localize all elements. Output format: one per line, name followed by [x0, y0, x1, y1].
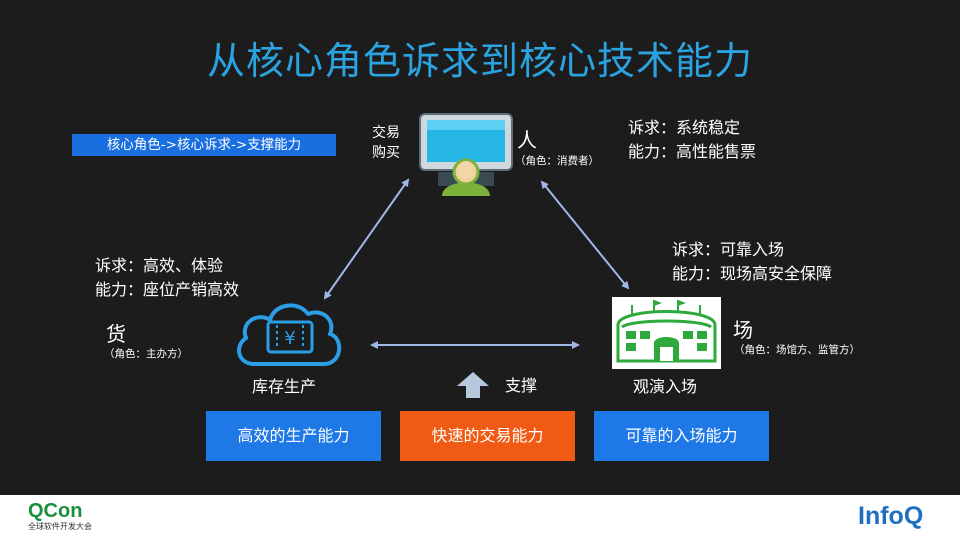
slide: 从核心角色诉求到核心技术能力 核心角色->核心诉求->支撑能力 交易 购买 人 …	[72, 39, 860, 461]
trade-capability-box: 快速的交易能力	[400, 411, 575, 461]
goods-text: 诉求：高效、体验 能力：座位产销高效	[95, 254, 239, 302]
arrow-goods-person	[323, 178, 410, 300]
qcon-brand: QCon	[28, 500, 83, 522]
venue-demand: 诉求：可靠入场	[672, 240, 785, 259]
footer: QCon 全球软件开发大会 InfoQ	[0, 495, 960, 540]
venue-role: （角色：场馆方、监管方）	[734, 344, 860, 356]
goods-role: （角色：主办方）	[104, 348, 188, 360]
ticket-cloud-icon: ¥	[232, 298, 346, 370]
person-role: （角色：消费者）	[515, 155, 599, 167]
venue-caption: 观演入场	[633, 377, 698, 396]
person-demand: 诉求：系统稳定	[628, 118, 741, 137]
method-tag: 核心角色->核心诉求->支撑能力	[72, 134, 336, 156]
arrow-person-venue	[540, 180, 630, 290]
venue-ability: 能力：现场高安全保障	[672, 264, 833, 283]
person-action-line1: 交易	[372, 125, 400, 141]
triangle-arrows	[323, 178, 630, 349]
up-arrow-icon	[456, 371, 490, 399]
person-name: 人	[517, 128, 537, 152]
person-action-line2: 购买	[372, 145, 400, 161]
computer-user-icon	[418, 112, 514, 196]
goods-name: 货	[106, 322, 126, 346]
person-action: 交易 购买	[372, 123, 412, 163]
qcon-subtitle: 全球软件开发大会	[28, 522, 92, 531]
ticket-currency-symbol: ¥	[284, 328, 295, 349]
person-ability: 能力：高性能售票	[628, 142, 757, 161]
production-capability-box: 高效的生产能力	[206, 411, 381, 461]
stadium-icon	[612, 297, 721, 369]
goods-demand: 诉求：高效、体验	[95, 256, 224, 275]
venue-name: 场	[733, 318, 753, 342]
slide-title: 从核心角色诉求到核心技术能力	[206, 39, 753, 83]
venue-text: 诉求：可靠入场 能力：现场高安全保障	[672, 238, 832, 286]
goods-caption: 库存生产	[252, 377, 317, 396]
qcon-logo: QCon 全球软件开发大会	[28, 500, 92, 532]
goods-ability: 能力：座位产销高效	[95, 280, 240, 299]
entry-capability-box: 可靠的入场能力	[594, 411, 769, 461]
support-label: 支撑	[505, 376, 538, 395]
person-text: 诉求：系统稳定 能力：高性能售票	[628, 116, 756, 164]
infoq-logo: InfoQ	[858, 502, 924, 530]
